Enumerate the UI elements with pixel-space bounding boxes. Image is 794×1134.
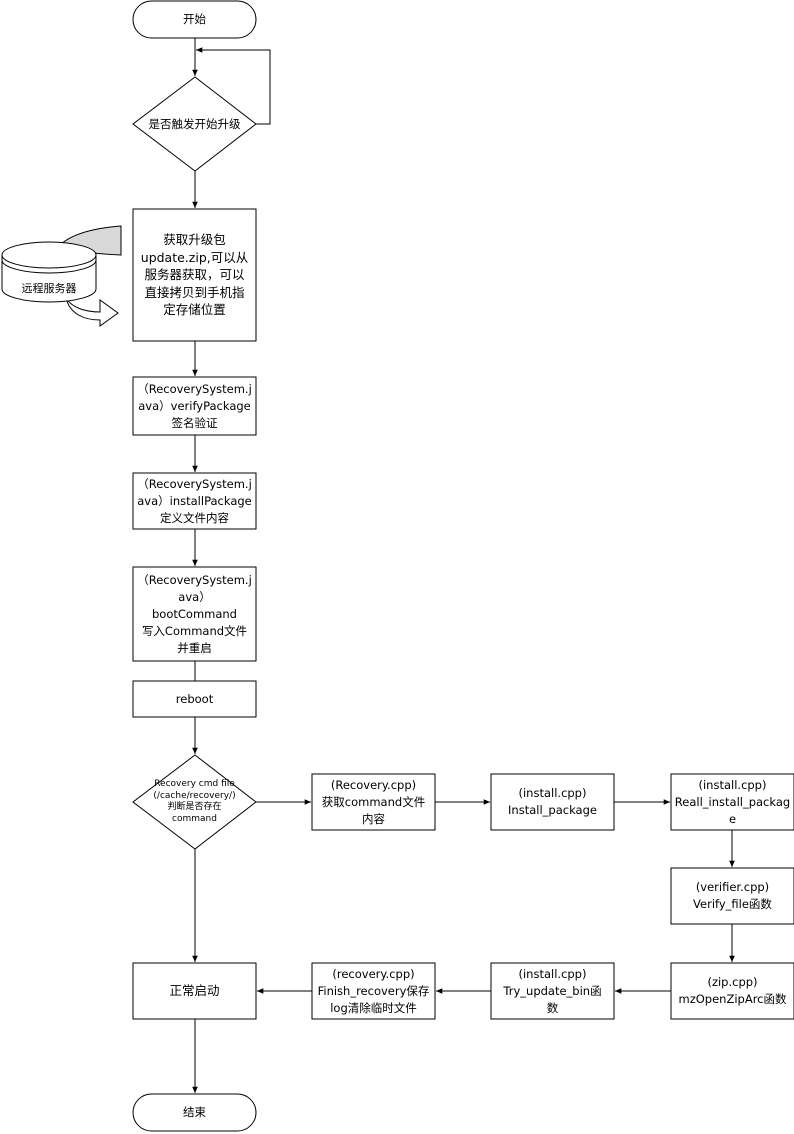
finish-recovery-box [311, 962, 436, 1020]
try-update-bin-label: (install.cpp) Try_update_bin函 数 [503, 966, 602, 1015]
get-package-box [132, 208, 257, 342]
install-package-label: （RecoverySystem.j ava）installPackage 定义文… [137, 476, 252, 525]
end-terminator [132, 1093, 257, 1132]
recovery-get-command-label: (Recovery.cpp) 获取command文件 内容 [321, 777, 426, 826]
recovery-get-command-box [311, 773, 436, 831]
trigger-decision-label: 是否触发开始升级 [148, 116, 241, 131]
boot-command-label: （RecoverySystem.j ava） bootCommand 写入Com… [137, 572, 252, 655]
normal-boot-box [132, 962, 257, 1020]
finish-recovery-label: (recovery.cpp) Finish_recovery保存 log清除临时… [317, 966, 430, 1015]
database-cylinder-top [1, 241, 97, 269]
remote-server-label: 远程服务器 [21, 281, 77, 295]
end-label: 结束 [183, 1105, 206, 1119]
zip-open-box [670, 962, 794, 1020]
normal-boot-label: 正常启动 [169, 983, 220, 999]
cmd-file-decision-label: Recovery cmd file (/cache/recovery/) 判断是… [153, 779, 236, 824]
arrow-trigger-loop [196, 47, 271, 125]
try-update-bin-box [490, 962, 615, 1020]
zip-open-label: (zip.cpp) mzOpenZipArc函数 [678, 975, 787, 1006]
remote-server-group [1, 225, 122, 327]
start-label: 开始 [183, 12, 206, 26]
database-cylinder-ring [1, 259, 97, 274]
install-cpp-box [490, 773, 615, 831]
get-package-label: 获取升级包 update.zip,可以从 服务器获取，可以 直接拷贝到手机指 定… [140, 232, 249, 318]
verify-file-label: (verifier.cpp) Verify_file函数 [693, 880, 772, 911]
reboot-box [132, 680, 257, 718]
reboot-label: reboot [175, 691, 214, 706]
really-install-label: (install.cpp) Reall_install_packag e [674, 777, 791, 826]
curved-arrow [65, 297, 119, 327]
boot-command-box [132, 566, 257, 662]
verify-package-label: （RecoverySystem.j ava）verifyPackage 签名验证 [137, 381, 252, 430]
install-cpp-label: (install.cpp) Install_package [508, 786, 597, 817]
